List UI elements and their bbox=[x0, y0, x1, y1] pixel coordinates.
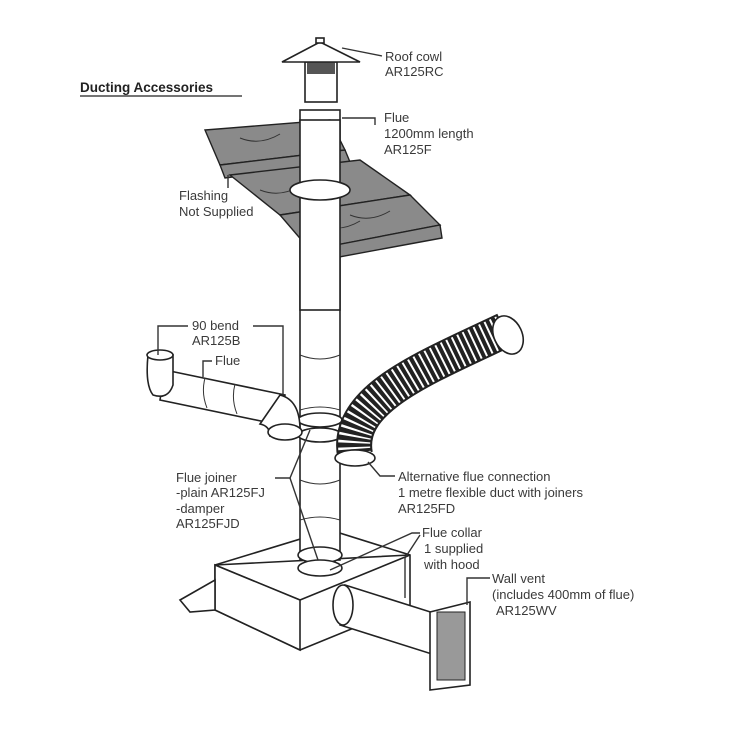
label-text: Wall vent bbox=[492, 571, 545, 586]
label-text: (includes 400mm of flue) bbox=[492, 587, 634, 602]
label-text: 1200mm length bbox=[384, 126, 474, 141]
flexible-duct bbox=[334, 313, 525, 467]
label-text: Flue bbox=[215, 353, 240, 368]
label-text: Flue collar bbox=[422, 525, 483, 540]
diagram-title: Ducting Accessories bbox=[80, 80, 213, 95]
label-text: Flue joiner bbox=[176, 470, 237, 485]
label-text: -damper bbox=[176, 501, 225, 516]
label-text: Alternative flue connection bbox=[398, 469, 550, 484]
label-text: 1 metre flexible duct with joiners bbox=[398, 485, 583, 500]
label-alt-flue: Alternative flue connection 1 metre flex… bbox=[367, 461, 583, 516]
label-text: 90 bend bbox=[192, 318, 239, 333]
label-text: -plain AR125FJ bbox=[176, 485, 265, 500]
roof-cowl bbox=[281, 37, 361, 103]
label-text: AR125B bbox=[192, 333, 240, 348]
label-text: AR125F bbox=[384, 142, 432, 157]
label-text: AR125RC bbox=[385, 64, 444, 79]
label-wall-vent: Wall vent (includes 400mm of flue) AR125… bbox=[466, 571, 634, 618]
label-flue-collar: Flue collar 1 supplied with hood bbox=[329, 525, 483, 598]
label-90-bend: 90 bend AR125B Flue bbox=[157, 318, 284, 395]
label-roof-cowl: Roof cowl AR125RC bbox=[341, 47, 444, 79]
label-text: Roof cowl bbox=[385, 49, 442, 64]
label-text: 1 supplied bbox=[424, 541, 483, 556]
label-text: Flashing bbox=[179, 188, 228, 203]
label-text: Flue bbox=[384, 110, 409, 125]
label-flashing: Flashing Not Supplied bbox=[179, 175, 253, 219]
label-flue-joiner: Flue joiner -plain AR125FJ -damper AR125… bbox=[176, 429, 319, 561]
flashing bbox=[203, 119, 443, 311]
horizontal-flue-with-bend bbox=[146, 349, 303, 441]
label-text: AR125FD bbox=[398, 501, 455, 516]
label-flue: Flue 1200mm length AR125F bbox=[342, 110, 474, 157]
label-text: AR125WV bbox=[496, 603, 557, 618]
label-text: Not Supplied bbox=[179, 204, 253, 219]
wall-vent bbox=[332, 583, 471, 691]
label-text: AR125FJD bbox=[176, 516, 240, 531]
label-text: with hood bbox=[423, 557, 480, 572]
